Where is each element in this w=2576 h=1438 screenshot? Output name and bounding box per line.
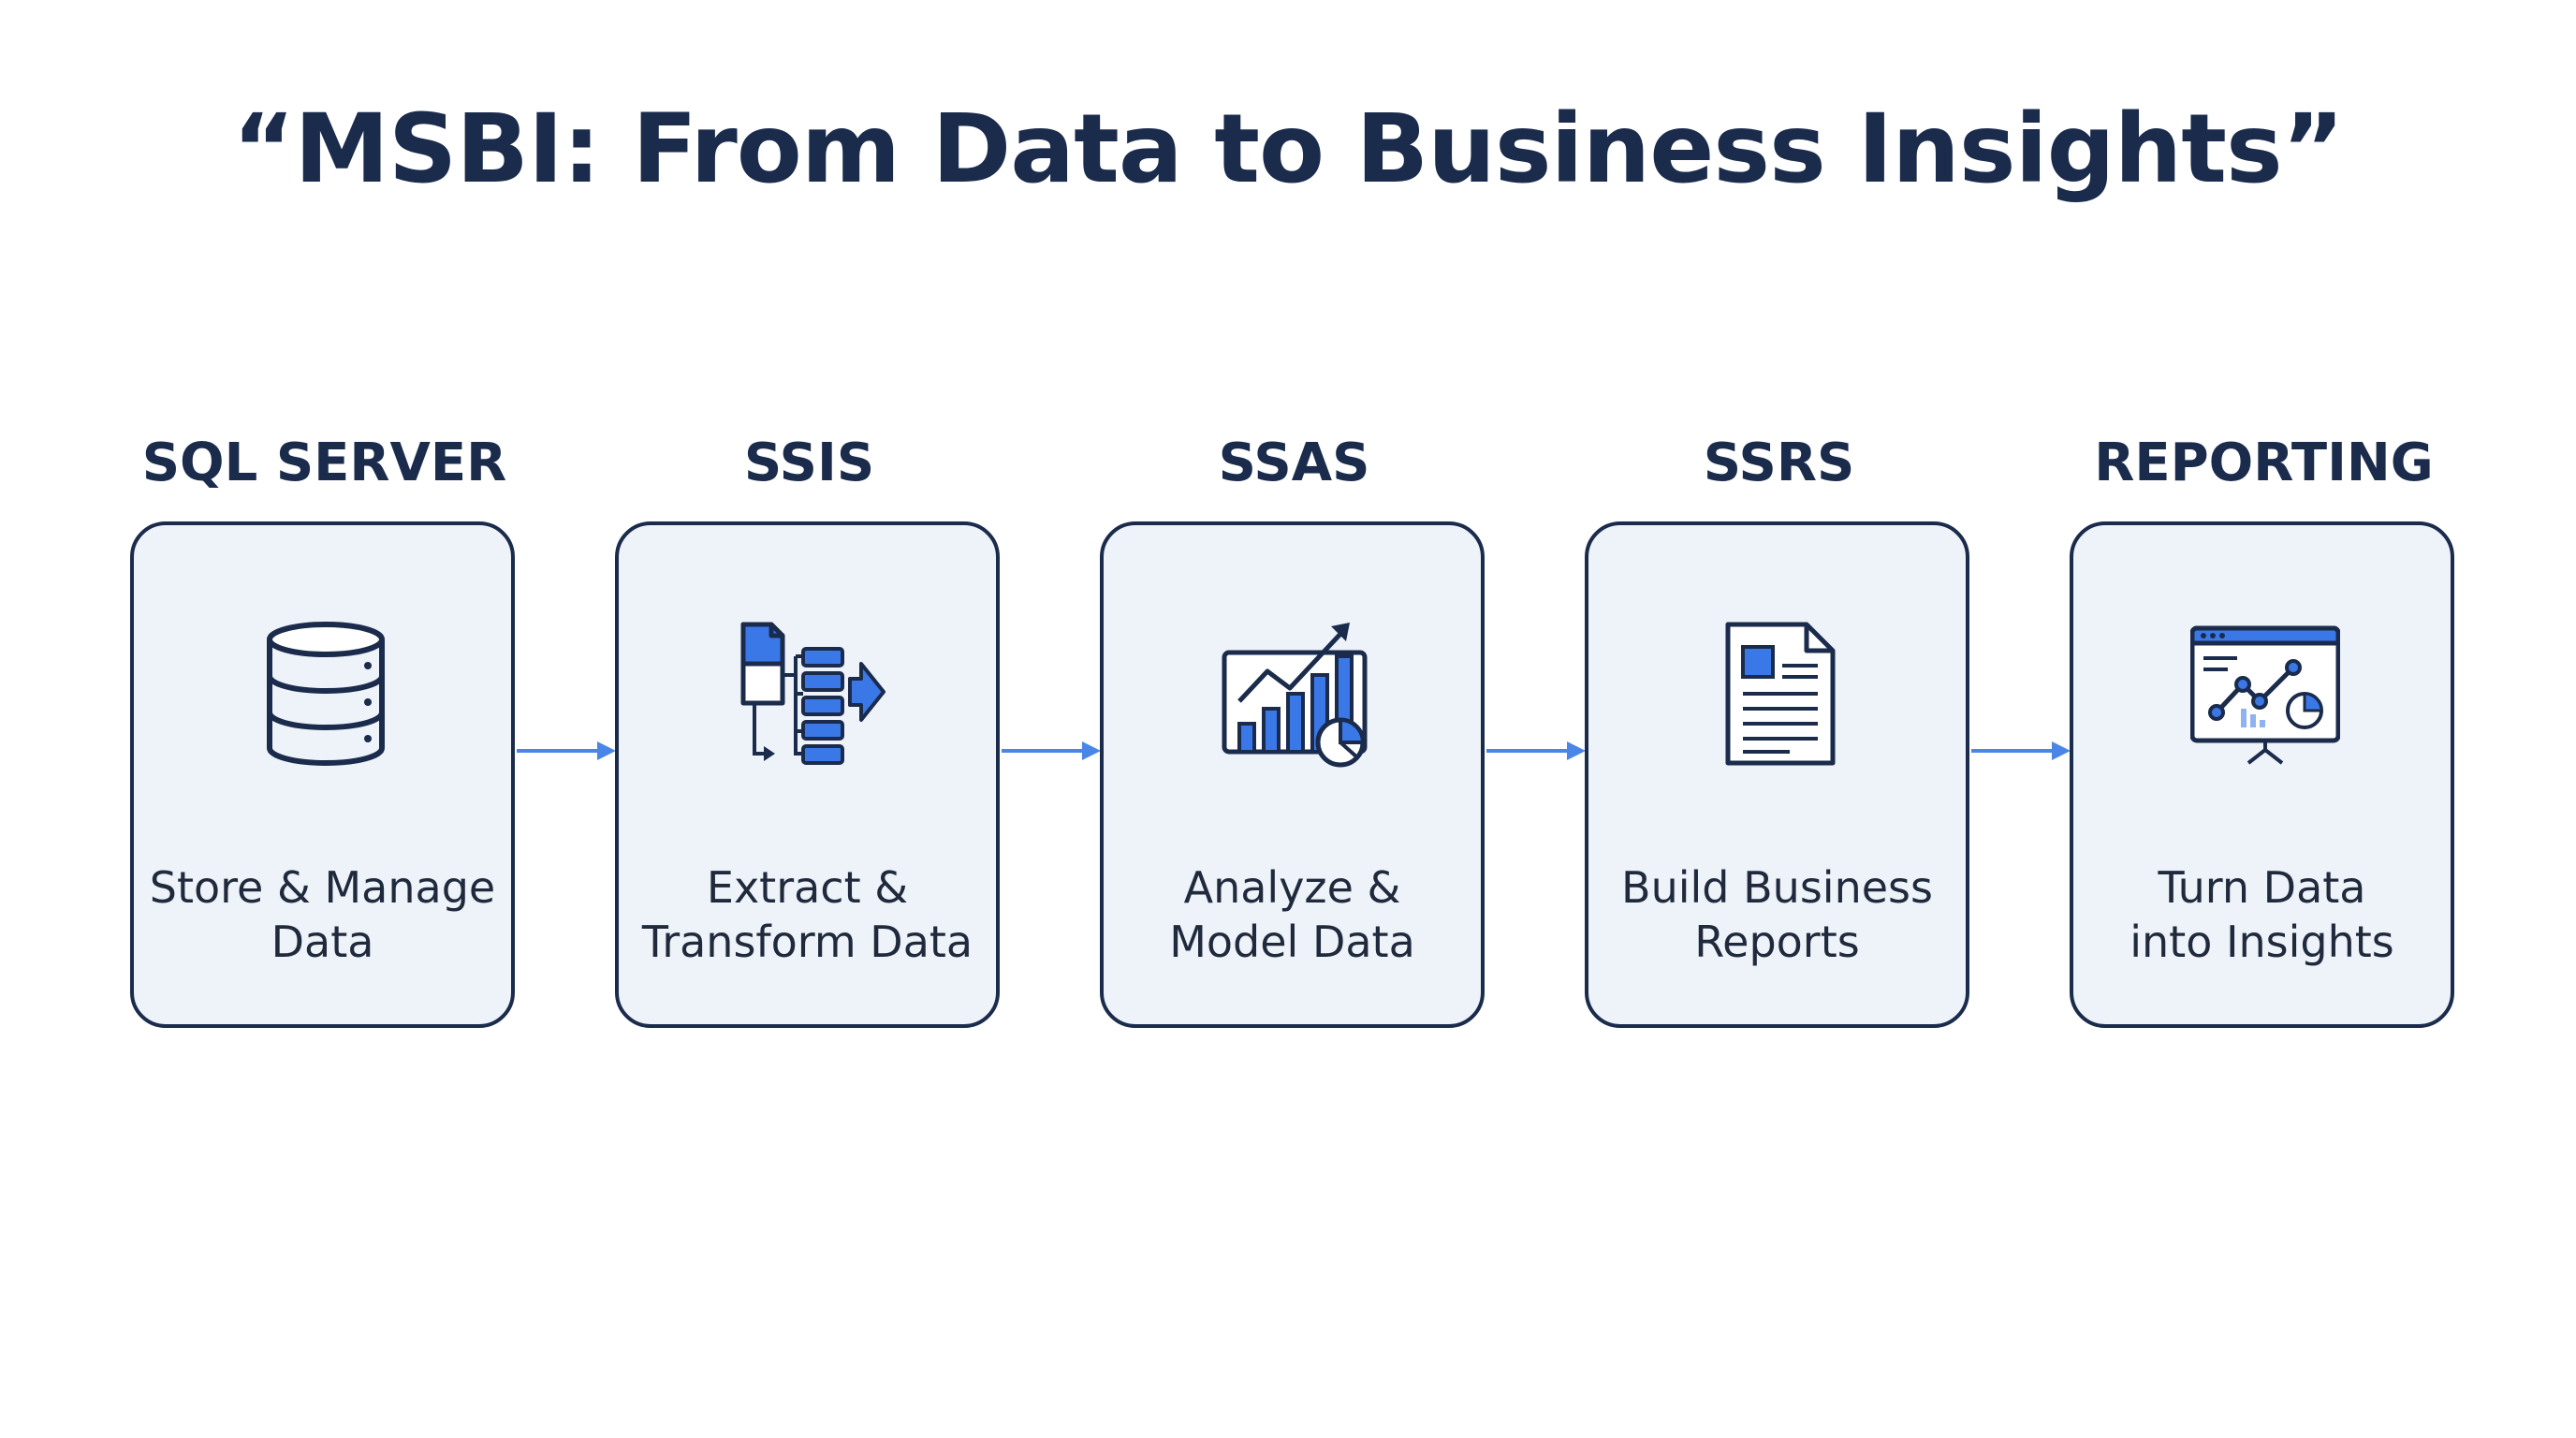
description-line: Turn Data [2158,862,2366,913]
diagram-title: “MSBI: From Data to Business Insights” [232,94,2344,205]
stage-label: SSRS [1703,433,1855,493]
flow-arrow [1971,740,2071,762]
description-line: Data [271,917,374,967]
report-document-icon [1705,619,1855,769]
stage-card: Extract & Transform Data [615,521,1000,1028]
description-line: Reports [1694,917,1860,967]
stage-description: Store & Manage Data [143,860,502,969]
stage-label: SSAS [1218,433,1370,493]
description-line: into Insights [2130,917,2394,967]
stage-description: Analyze & Model Data [1113,860,1471,969]
stage-label: SQL SERVER [141,433,507,493]
description-line: Build Business [1621,862,1933,913]
flow-arrow [1002,740,1101,762]
stage-card: Build Business Reports [1585,521,1969,1028]
stage-label: REPORTING [2094,433,2434,493]
analytics-chart-icon [1221,619,1370,769]
description-line: Extract & [706,862,909,913]
flow-arrow [517,740,616,762]
stage-description: Extract & Transform Data [628,860,987,969]
stage-description: Turn Data into Insights [2083,860,2441,969]
description-line: Analyze & [1183,862,1401,913]
stage-card: Store & Manage Data [130,521,515,1028]
stage-description: Build Business Reports [1598,860,1956,969]
etl-flow-icon [736,619,886,769]
description-line: Transform Data [641,917,973,967]
description-line: Model Data [1169,917,1415,967]
dashboard-presentation-icon [2190,619,2340,769]
stage-card: Analyze & Model Data [1100,521,1485,1028]
description-line: Store & Manage [149,862,496,913]
stage-label: SSIS [743,433,875,493]
flow-arrow [1486,740,1586,762]
stage-card: Turn Data into Insights [2070,521,2454,1028]
database-icon [251,619,401,769]
